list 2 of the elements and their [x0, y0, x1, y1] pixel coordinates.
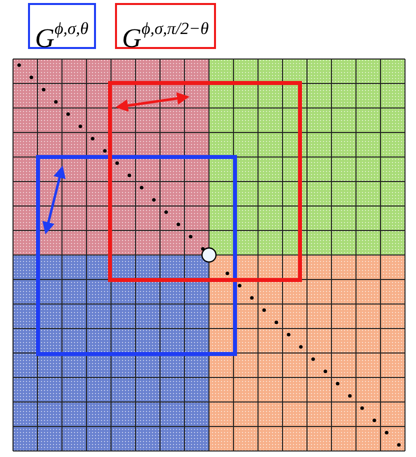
- legend-swatch: G$^{ϕ,σ,π/2−θ}$: [115, 3, 216, 49]
- legend-swatch: G$^{ϕ,σ,θ}$: [28, 3, 96, 49]
